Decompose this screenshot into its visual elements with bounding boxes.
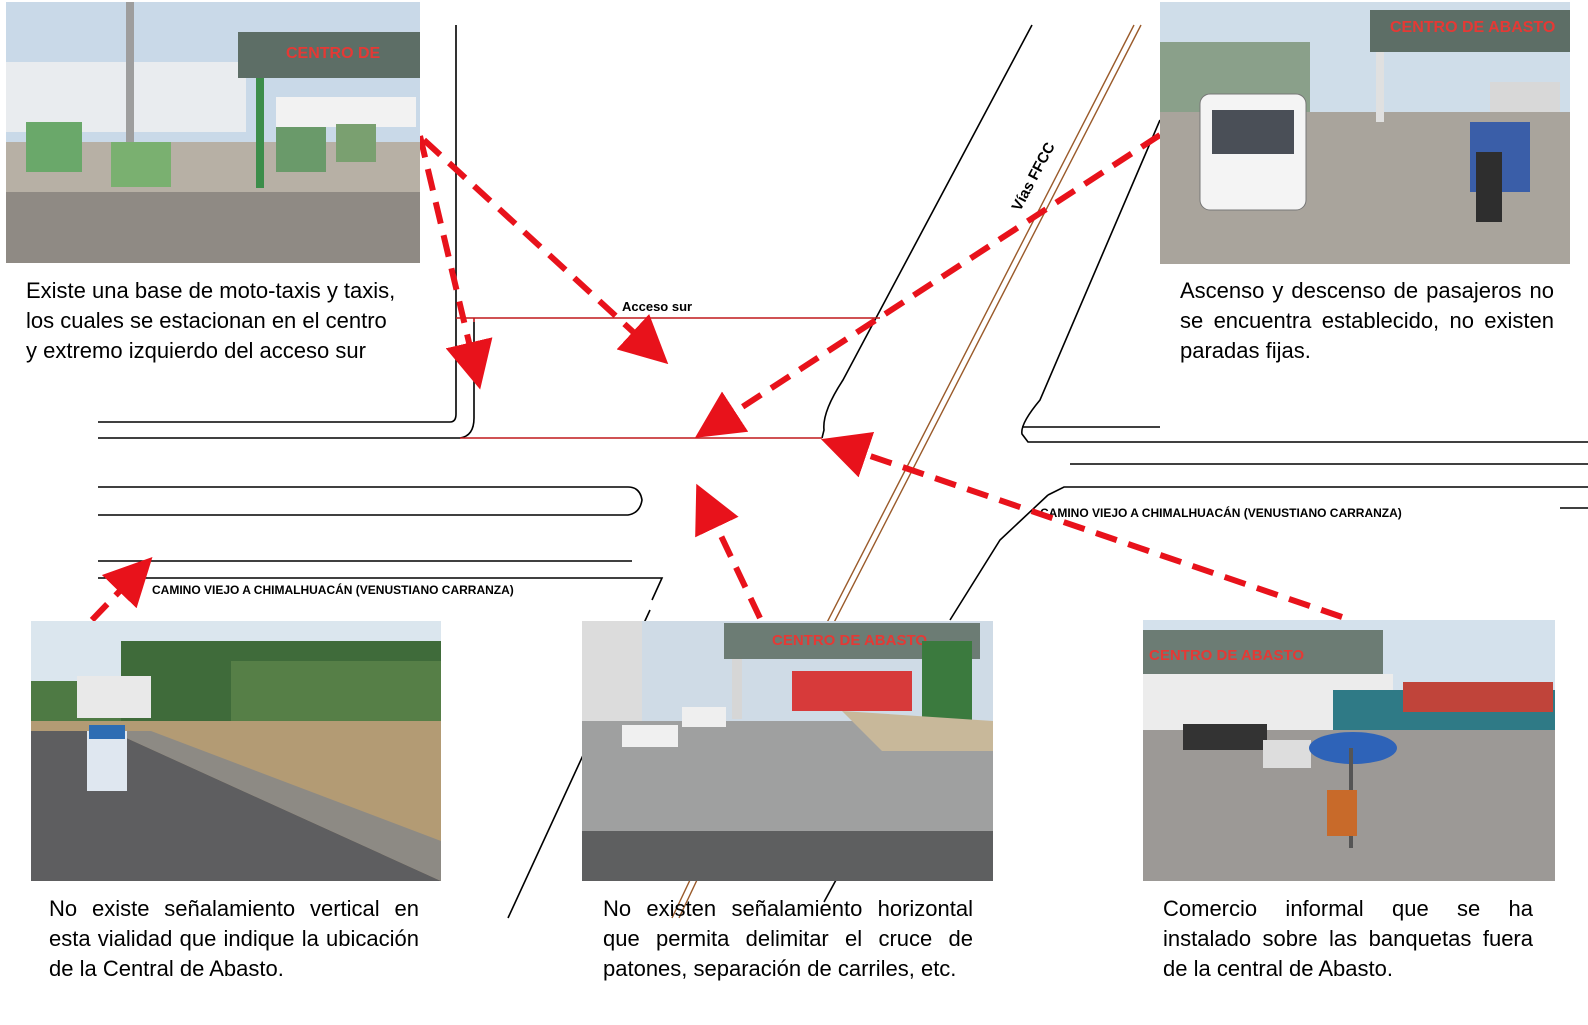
caption-top-left: Existe una base de moto-taxis y taxis, l… — [26, 278, 396, 363]
caption-bottom-right: Comercio informal que se ha instalado so… — [1163, 896, 1533, 981]
arrow-bottom-left — [89, 557, 153, 623]
arrow-bottom-center — [695, 483, 763, 620]
caption-bottom-center: No existen señalamiento horizontal que p… — [603, 896, 973, 981]
photo-bottom-center-entrance: CENTRO DE ABASTO — [582, 621, 993, 881]
arrow-bottom-right — [820, 431, 1343, 620]
rail-tracks — [671, 24, 1142, 919]
caption-bottom-left: No existe señalamiento vertical en esta … — [49, 896, 419, 981]
photo-top-left-mototaxi-base: CENTRO DE — [6, 2, 420, 263]
rail-line-2 — [824, 24, 1142, 641]
road-median — [98, 486, 643, 516]
photo-bottom-left-road — [31, 621, 441, 881]
arrows — [89, 132, 1343, 623]
road-edge-upper-left — [98, 25, 457, 423]
photo-top-right-passengers: CENTRO DE ABASTO — [1160, 2, 1570, 264]
sign-text: CENTRO DE ABASTO — [1149, 647, 1304, 664]
road-edge-small — [823, 879, 837, 903]
sign-text: CENTRO DE ABASTO — [772, 632, 927, 649]
access-lines — [456, 317, 880, 439]
arrow-top-left-center — [421, 137, 669, 365]
rail-line-4 — [678, 879, 698, 919]
caption-top-right: Ascenso y descenso de pasajeros no se en… — [1180, 278, 1554, 363]
road-edge-lower-2 — [98, 577, 664, 601]
road-edge-right-lower — [1047, 486, 1588, 496]
label-acceso-sur: Acceso sur — [622, 299, 692, 314]
arrow-top-left-down — [417, 135, 493, 390]
label-camino-right: CAMINO VIEJO A CHIMALHUACÁN (VENUSTIANO … — [1040, 505, 1402, 520]
label-camino-left: CAMINO VIEJO A CHIMALHUACÁN (VENUSTIANO … — [152, 582, 514, 597]
road-edge-right-upper — [1021, 119, 1588, 443]
road-outlines — [98, 24, 1588, 919]
arrow-top-right — [694, 132, 1162, 438]
road-edge-diagonal-upper — [821, 24, 1033, 439]
rail-line-1 — [817, 24, 1135, 641]
rail-line-3 — [671, 879, 691, 919]
photo-bottom-right-informal-commerce: CENTRO DE ABASTO — [1143, 620, 1555, 881]
label-vias-ffcc: Vías FFCC — [1009, 140, 1059, 214]
sign-text: CENTRO DE ABASTO — [1390, 19, 1555, 36]
sign-text: CENTRO DE — [286, 45, 381, 62]
